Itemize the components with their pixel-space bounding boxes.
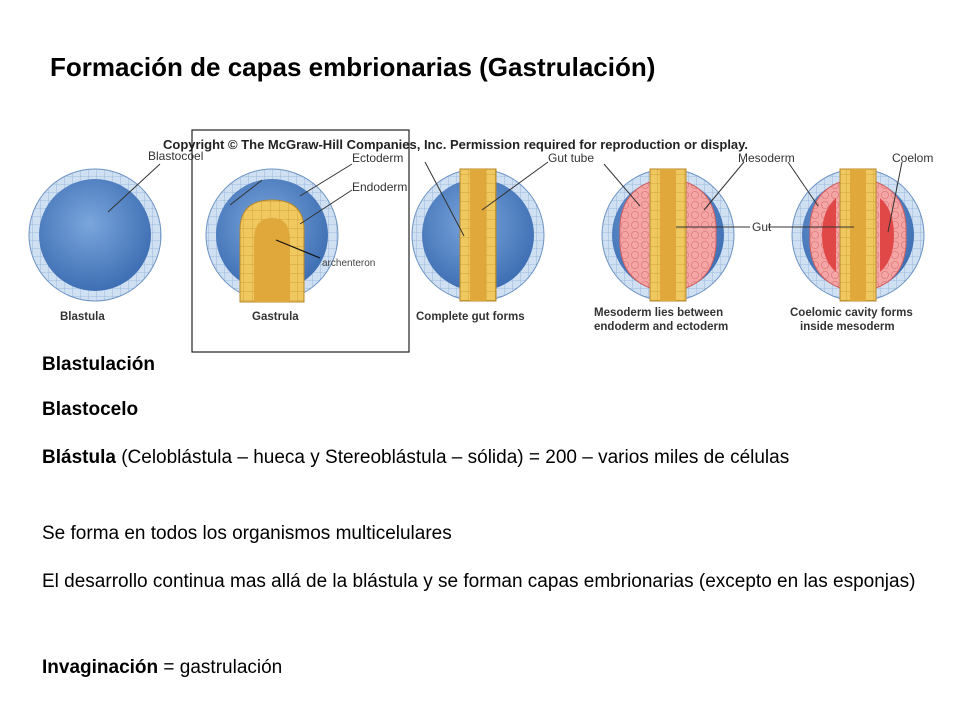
gastrula-highlight-box [191, 129, 410, 353]
complete-gut-stage: Gut tube Complete gut forms [411, 151, 594, 323]
invaginacion-detail: = gastrulación [158, 657, 283, 678]
caption-mesoderm-2: endoderm and ectoderm [594, 321, 728, 333]
caption-mesoderm-1: Mesoderm lies between [594, 307, 723, 319]
label-archenteron: archenteron [322, 258, 375, 269]
label-mesoderm: Mesoderm [738, 151, 795, 165]
blastula-detail: (Celoblástula – hueca y Stereoblástula –… [115, 447, 790, 468]
label-ectoderm: Ectoderm [352, 151, 403, 165]
invaginacion-term: Invaginación [42, 657, 159, 678]
caption-blastula: Blastula [60, 311, 105, 323]
label-gut-tube: Gut tube [548, 151, 594, 165]
gastrula-stage: Ectoderm Endoderm archenteron Gastrula [205, 151, 407, 323]
gastrulation-figure: Copyright © The McGraw-Hill Companies, I… [0, 120, 960, 360]
caption-complete-gut: Complete gut forms [416, 311, 525, 323]
development-line: El desarrollo continua mas allá de la bl… [42, 571, 916, 592]
blastula-stage: Blastocoel Blastula [28, 149, 203, 323]
coelom-stage: Coelom Coelomic cavity forms inside meso… [768, 151, 933, 333]
mesoderm-stage: Mesoderm Gut Mesoderm lies between endod… [594, 151, 795, 333]
blastula-term: Blástula [42, 447, 116, 468]
blastula-description: Blástula (Celoblástula – hueca y Stereob… [42, 446, 922, 470]
caption-coelomic-1: Coelomic cavity forms [790, 307, 913, 319]
label-endoderm: Endoderm [352, 180, 407, 194]
label-gut: Gut [752, 220, 772, 234]
copyright-text: Copyright © The McGraw-Hill Companies, I… [163, 137, 748, 152]
page-title: Formación de capas embrionarias (Gastrul… [50, 52, 656, 82]
blastocelo-heading: Blastocelo [42, 399, 139, 420]
caption-gastrula: Gastrula [252, 311, 299, 323]
multicellular-line: Se forma en todos los organismos multice… [42, 523, 452, 544]
caption-coelomic-2: inside mesoderm [800, 321, 895, 333]
label-blastocoel: Blastocoel [148, 149, 203, 163]
gastrulation-diagram: Copyright © The McGraw-Hill Companies, I… [28, 129, 933, 353]
blastulacion-heading: Blastulación [42, 354, 155, 375]
invaginacion-line: Invaginación = gastrulación [42, 656, 922, 680]
label-coelom: Coelom [892, 151, 933, 165]
